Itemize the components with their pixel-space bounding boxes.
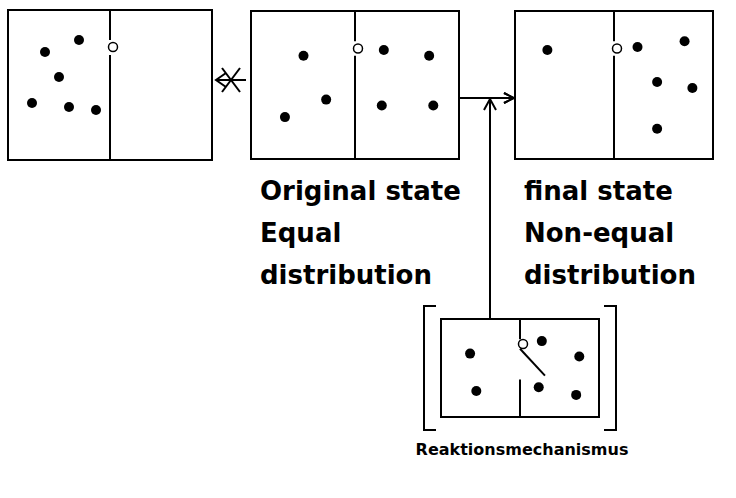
particle	[428, 100, 438, 110]
particle	[54, 72, 64, 82]
particle	[64, 102, 74, 112]
door-hinge	[613, 44, 622, 53]
particle	[571, 390, 581, 400]
container-drawing	[442, 320, 598, 416]
partition-wall	[520, 349, 545, 376]
container-box	[8, 10, 212, 160]
particle	[687, 83, 697, 93]
state-caption: Original state Equal distribution	[260, 170, 486, 296]
partition-wall	[354, 56, 356, 158]
particle	[534, 382, 544, 392]
particle	[321, 95, 331, 105]
particle	[471, 386, 481, 396]
particle	[633, 42, 643, 52]
container-box: final state Non-equal distribution	[514, 10, 714, 160]
container-drawing	[516, 12, 712, 158]
particle	[377, 100, 387, 110]
particle	[465, 349, 475, 359]
door-hinge	[109, 43, 118, 52]
particle	[652, 77, 662, 87]
particle	[537, 336, 547, 346]
particle	[74, 35, 84, 45]
container-drawing	[252, 12, 458, 158]
transition-arrow	[490, 98, 514, 318]
particle	[424, 51, 434, 61]
particle	[574, 351, 584, 361]
state-caption: Reaktionsmechanismus	[382, 440, 662, 460]
partition-wall	[613, 12, 615, 41]
cross-mark	[222, 68, 240, 92]
partition-wall	[354, 12, 356, 41]
door-hinge	[354, 44, 363, 53]
particle	[91, 105, 101, 115]
particle	[379, 45, 389, 55]
state-caption: final state Non-equal distribution	[524, 170, 724, 296]
arrow-head	[216, 73, 226, 87]
particle	[280, 112, 290, 122]
partition-wall	[109, 10, 111, 40]
bracket	[424, 306, 436, 430]
particle	[652, 124, 662, 134]
container-box: Original state Equal distribution	[250, 10, 460, 160]
door-hinge	[519, 340, 528, 349]
particle	[40, 47, 50, 57]
partition-wall	[519, 320, 521, 339]
partition-door	[109, 55, 111, 160]
particle	[299, 51, 309, 61]
partition-wall	[613, 56, 615, 158]
bracket	[604, 306, 616, 430]
partition-wall	[519, 380, 521, 416]
cross-mark	[222, 68, 240, 92]
particle	[27, 98, 37, 108]
mechanism-box: Reaktionsmechanismus	[440, 318, 600, 418]
particle	[680, 36, 690, 46]
particle	[542, 45, 552, 55]
